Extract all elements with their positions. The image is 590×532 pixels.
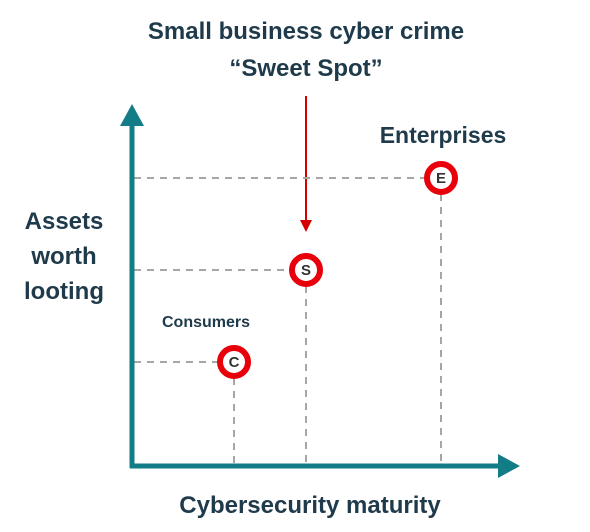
title-line-1: Small business cyber crime — [148, 18, 464, 45]
y-axis-label-line-2: worth — [30, 243, 96, 270]
x-axis — [130, 454, 520, 478]
marker-letter-e: E — [436, 170, 446, 187]
marker-ring-e — [424, 161, 458, 195]
y-axis-label-line-1: Assets — [25, 208, 104, 235]
y-axis — [120, 104, 144, 468]
sweet-spot-arrow — [300, 96, 312, 232]
marker-letter-c: C — [229, 354, 240, 371]
marker-letter-s: S — [301, 262, 311, 279]
title-line-2: “Sweet Spot” — [229, 55, 382, 82]
marker-ring-c — [217, 345, 251, 379]
marker-e: E — [424, 161, 458, 195]
marker-ring-s — [289, 253, 323, 287]
y-axis-label-line-3: looting — [24, 278, 104, 305]
x-axis-arrowhead — [498, 454, 520, 478]
label-consumers: Consumers — [162, 314, 250, 331]
x-axis-label: Cybersecurity maturity — [179, 492, 441, 519]
y-axis-arrowhead — [120, 104, 144, 126]
marker-c: C — [217, 345, 251, 379]
guide-lines — [134, 177, 442, 464]
data-markers: C S E — [217, 161, 458, 379]
marker-s: S — [289, 253, 323, 287]
label-enterprises: Enterprises — [380, 122, 507, 148]
